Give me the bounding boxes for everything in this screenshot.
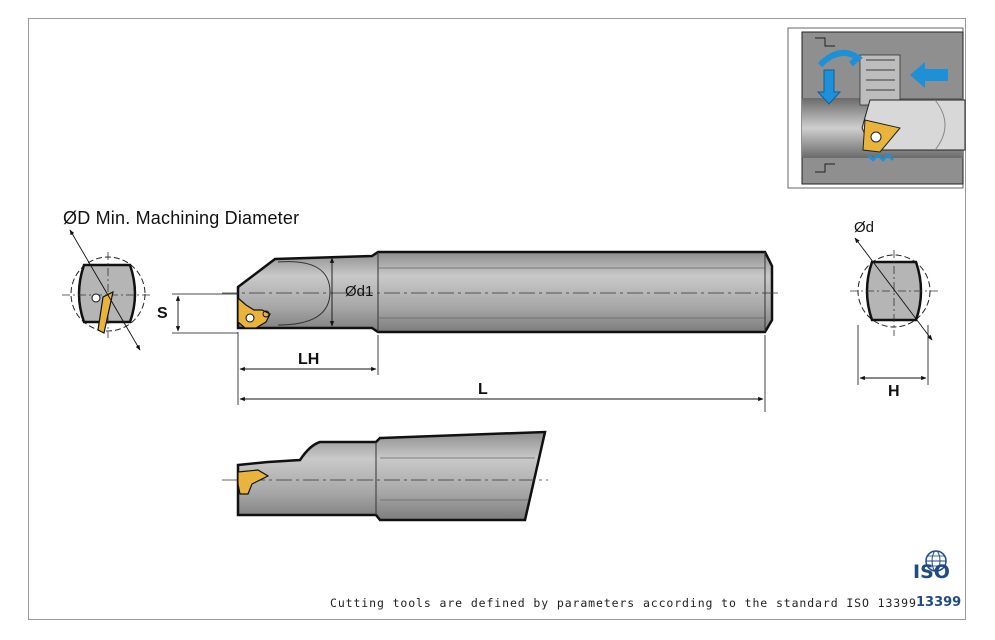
tool-top-view	[222, 430, 548, 522]
tool-side-view	[222, 250, 780, 334]
iso-logo-text: ISO	[913, 561, 950, 583]
iso-globe-icon	[925, 550, 947, 572]
iso-logo-number: 13399	[916, 595, 962, 610]
footer-note: Cutting tools are defined by parameters …	[330, 596, 917, 610]
min-machining-diameter-title: ØD Min. Machining Diameter	[63, 208, 300, 228]
label-d1: Ød1	[345, 283, 373, 300]
application-inset	[787, 27, 966, 189]
label-l: L	[478, 381, 488, 398]
label-lh: LH	[298, 351, 319, 368]
dimension-s	[172, 293, 238, 334]
end-view-left	[62, 229, 152, 351]
drawing-frame	[28, 18, 966, 620]
end-view-right	[850, 237, 940, 385]
label-s: S	[157, 305, 168, 322]
label-h: H	[888, 383, 900, 400]
label-d: Ød	[854, 219, 874, 236]
dimension-lengths	[237, 332, 766, 412]
